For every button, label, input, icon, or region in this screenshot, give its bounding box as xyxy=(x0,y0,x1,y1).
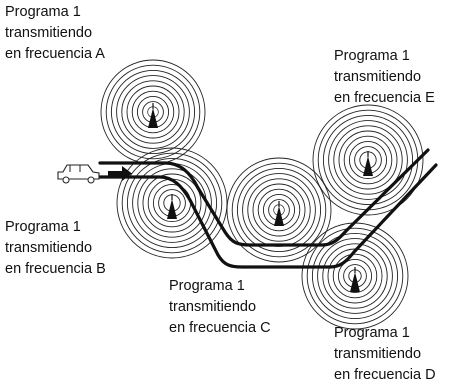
coverage-ring xyxy=(126,85,180,139)
label-station-d: Programa 1 transmitiendo en frecuencia D xyxy=(334,325,436,383)
label-line2: transmitiendo xyxy=(5,240,92,256)
label-line3: en frecuencia C xyxy=(169,320,271,336)
road-lower-line xyxy=(98,163,438,269)
coverage-ring xyxy=(131,90,175,134)
transmitter-antenna-icon xyxy=(274,201,284,226)
coverage-ring xyxy=(231,162,327,258)
coverage-ring xyxy=(116,75,190,149)
coverage-ring xyxy=(257,188,301,232)
label-line3: en frecuencia A xyxy=(5,46,105,62)
label-line1: Programa 1 xyxy=(169,278,245,294)
coverage-zone-c xyxy=(226,157,332,263)
label-station-c: Programa 1 transmitiendo en frecuencia C xyxy=(169,278,271,336)
transmitter-antenna-icon xyxy=(363,151,373,176)
coverage-ring xyxy=(317,238,393,314)
label-line1: Programa 1 xyxy=(334,48,410,64)
label-line3: en frecuencia E xyxy=(334,90,435,106)
coverage-ring xyxy=(121,80,185,144)
coverage-ring xyxy=(116,147,228,259)
coverage-ring xyxy=(338,130,398,190)
label-station-a: Programa 1 transmitiendo en frecuencia A xyxy=(5,4,105,62)
coverage-ring xyxy=(252,183,306,237)
label-line2: transmitiendo xyxy=(169,299,256,315)
label-station-e: Programa 1 transmitiendo en frecuencia E xyxy=(334,48,435,106)
coverage-ring xyxy=(311,232,399,320)
coverage-ring xyxy=(343,135,393,185)
coverage-ring xyxy=(126,157,218,249)
coverage-ring xyxy=(337,258,373,294)
coverage-zone-e xyxy=(312,104,424,216)
transmitter-antenna-icon xyxy=(148,103,158,128)
coverage-ring xyxy=(110,69,196,155)
coverage-ring xyxy=(348,140,388,180)
antenna-mast xyxy=(363,156,373,176)
coverage-ring xyxy=(312,104,424,216)
antenna-mast xyxy=(274,206,284,226)
coverage-ring xyxy=(306,227,404,325)
coverage-ring xyxy=(236,167,322,253)
coverage-ring xyxy=(333,125,403,195)
coverage-ring xyxy=(142,173,202,233)
transmitter-antenna-icon xyxy=(350,267,360,292)
antenna-mast xyxy=(148,108,158,128)
coverage-zone-b xyxy=(116,147,228,259)
arrow-right-icon xyxy=(108,166,132,181)
coverage-ring xyxy=(226,157,332,263)
antenna-mast xyxy=(350,272,360,292)
label-line1: Programa 1 xyxy=(334,325,410,341)
coverage-ring xyxy=(105,64,201,160)
label-line1: Programa 1 xyxy=(5,219,81,235)
label-line2: transmitiendo xyxy=(334,346,421,362)
coverage-ring xyxy=(332,253,378,299)
coverage-ring xyxy=(322,243,388,309)
car-icon xyxy=(57,164,100,184)
coverage-ring xyxy=(322,114,414,206)
label-station-b: Programa 1 transmitiendo en frecuencia B xyxy=(5,219,106,277)
label-line3: en frecuencia B xyxy=(5,261,106,277)
label-line1: Programa 1 xyxy=(5,4,81,20)
label-line2: transmitiendo xyxy=(5,25,92,41)
road-upper-line xyxy=(98,148,430,247)
coverage-ring xyxy=(328,120,408,200)
transmitter-antenna-icon xyxy=(167,194,177,219)
coverage-ring xyxy=(121,152,223,254)
antenna-mast xyxy=(167,199,177,219)
label-line2: transmitiendo xyxy=(334,69,421,85)
coverage-ring xyxy=(247,178,311,242)
label-line3: en frecuencia D xyxy=(334,367,436,383)
